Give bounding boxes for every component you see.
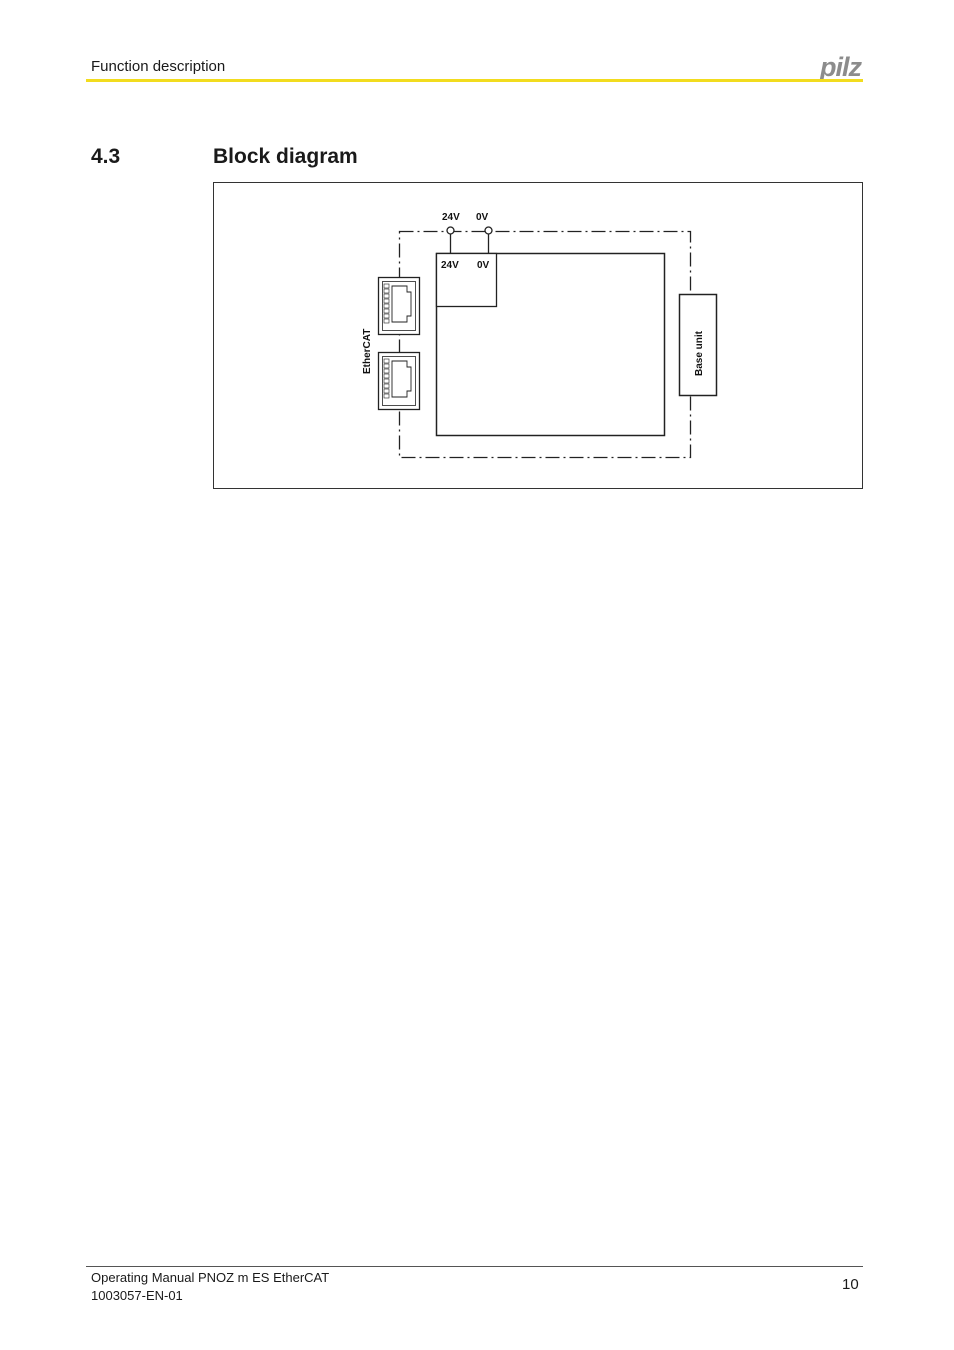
footer-manual-title: Operating Manual PNOZ m ES EtherCAT — [91, 1270, 330, 1285]
base-unit-label: Base unit — [694, 330, 705, 376]
base-unit-block — [678, 293, 718, 397]
section-title: Block diagram — [213, 145, 358, 168]
inner-0v-label: 0V — [477, 260, 490, 271]
header-section-label: Function description — [91, 58, 226, 75]
terminal-0v-label: 0V — [476, 212, 489, 223]
terminal-24v-label: 24V — [442, 212, 460, 223]
block-diagram: 24V 0V 24V 0V — [213, 182, 863, 489]
ethercat-label: EtherCAT — [362, 329, 373, 374]
inner-24v-label: 24V — [441, 260, 459, 271]
ethercat-port-2 — [377, 351, 421, 411]
pilz-logo: pilz — [819, 52, 863, 82]
logo-text: pilz — [819, 52, 862, 82]
footer-rule — [86, 1266, 863, 1267]
header-rule — [86, 79, 863, 82]
ethercat-port-1 — [377, 276, 421, 336]
section-number: 4.3 — [91, 145, 121, 168]
page-number: 10 — [842, 1276, 859, 1293]
terminal-0v-circle — [484, 226, 493, 235]
power-supply-block — [435, 252, 498, 308]
terminal-24v-circle — [446, 226, 455, 235]
footer-doc-number: 1003057-EN-01 — [91, 1288, 183, 1303]
